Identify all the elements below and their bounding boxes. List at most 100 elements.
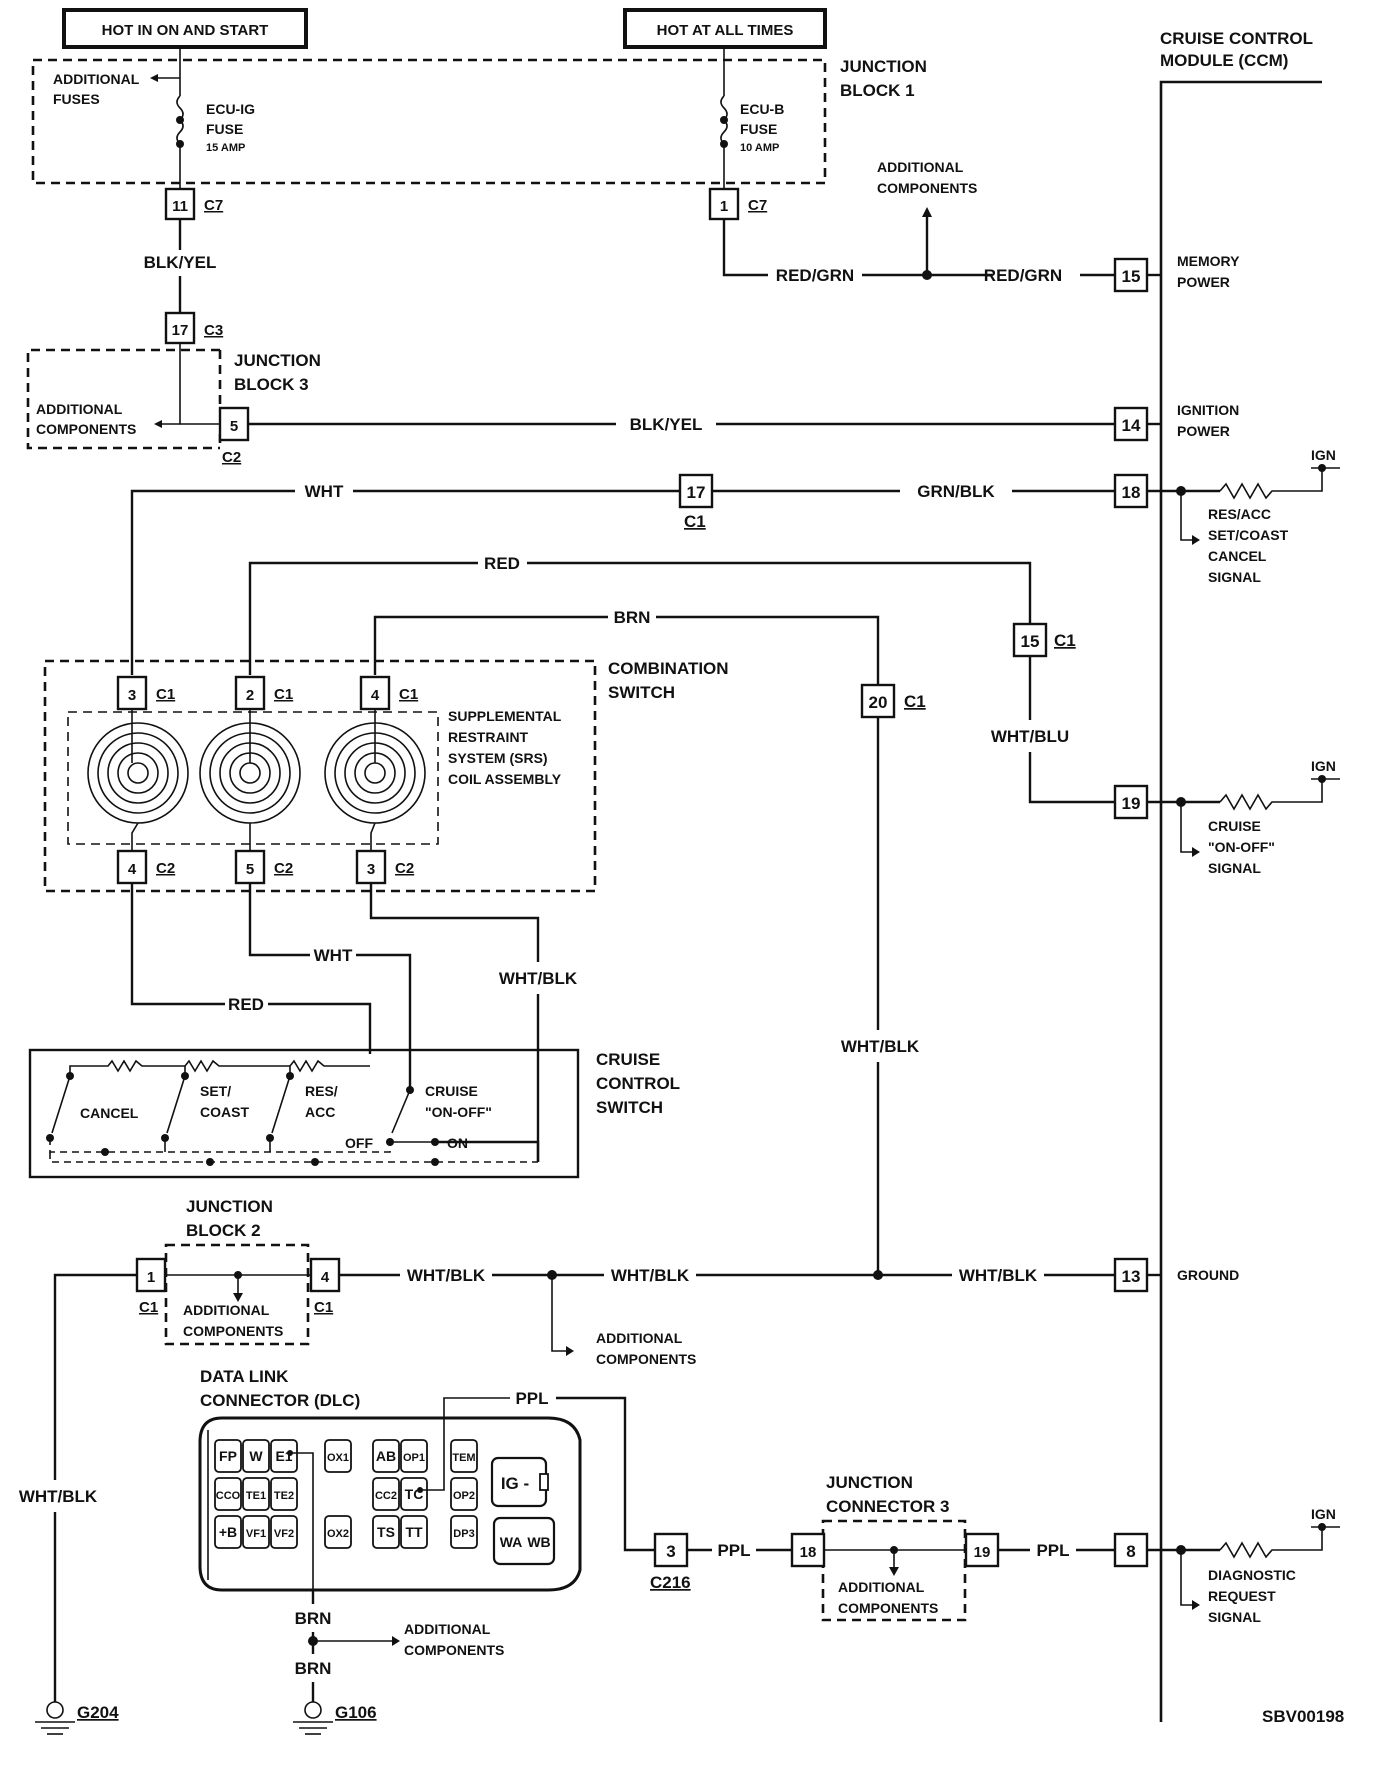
dlc-terminal-label: +B xyxy=(219,1524,237,1540)
ignition-power-label: IGNITION xyxy=(1177,402,1239,418)
arrow-down-icon xyxy=(889,1567,899,1576)
svg-text:2: 2 xyxy=(246,687,254,704)
jb2-pin-4-number: 4 xyxy=(321,1269,330,1286)
dlc-terminal-b: +B xyxy=(214,1515,242,1549)
svg-text:3: 3 xyxy=(367,861,375,878)
addl-components-branch-bus xyxy=(551,1275,566,1352)
combo-bottom-pin-5: 5 C2 xyxy=(234,849,293,885)
data-link-connector xyxy=(198,1416,582,1592)
jb3-connector-c2: C2 xyxy=(222,449,241,466)
ccm-pin-15: 15 xyxy=(1113,257,1161,293)
dlc-terminal-vf1: VF1 xyxy=(242,1515,270,1549)
wht-wire-switch-b xyxy=(356,953,412,1090)
connector-20-number: 20 xyxy=(869,693,888,712)
jb3-pin-17-number: 17 xyxy=(172,322,189,339)
c216-pin-number: 3 xyxy=(666,1542,675,1561)
red-grn-wire-a xyxy=(722,219,768,277)
ecu-ig-fuse-label-2: FUSE xyxy=(206,121,243,137)
bus-additional-components-label-2: COMPONENTS xyxy=(596,1351,696,1367)
svg-text:4: 4 xyxy=(128,861,137,878)
on-label: ON xyxy=(447,1135,468,1151)
ign-label-19: IGN xyxy=(1311,758,1336,774)
ccm-pin-8: 8 xyxy=(1113,1532,1149,1568)
red-wire-b xyxy=(527,561,1032,624)
set-coast-label-2: COAST xyxy=(200,1104,249,1120)
srs-coil-label-2: RESTRAINT xyxy=(448,729,529,745)
diagram-id: SBV00198 xyxy=(1262,1707,1344,1726)
bus-dot xyxy=(311,1158,319,1166)
wht-wire-switch-a xyxy=(248,883,310,957)
dlc-terminal-label: CC2 xyxy=(375,1490,397,1502)
dlc-terminal-label: FP xyxy=(219,1448,237,1464)
jb1-pin-11 xyxy=(164,187,196,221)
srs-coil-label-3: SYSTEM (SRS) xyxy=(448,750,548,766)
connector-15-c1-label: C1 xyxy=(1054,631,1076,650)
ecu-ig-fuse-rating: 15 AMP xyxy=(206,142,245,154)
c216-label: C216 xyxy=(650,1573,691,1592)
e1-terminal-dot xyxy=(287,1450,293,1456)
svg-text:C2: C2 xyxy=(156,860,175,877)
wht-blu-wire-label: WHT/BLU xyxy=(991,727,1069,746)
set-coast-switch xyxy=(161,1072,189,1142)
dlc-terminal-label: TE2 xyxy=(274,1490,294,1502)
memory-power-label: MEMORY xyxy=(1177,253,1240,269)
junction-connector-3-title: JUNCTION xyxy=(826,1473,913,1492)
dlc-terminal-ab: AB xyxy=(372,1439,400,1473)
cruise-control-switch-title-2: CONTROL xyxy=(596,1074,680,1093)
diagnostic-request-signal-label-2: REQUEST xyxy=(1208,1588,1276,1604)
bus-dot xyxy=(431,1158,439,1166)
diagnostic-request-signal-label-3: SIGNAL xyxy=(1208,1609,1261,1625)
combo-top-pin-4: 4 C1 xyxy=(359,675,418,711)
red-wire-a xyxy=(248,561,478,675)
blk-yel-ign-wire-label: BLK/YEL xyxy=(630,415,703,434)
dlc-terminal-label: TE1 xyxy=(246,1490,266,1502)
dlc-terminal-cc2: CC2 xyxy=(372,1477,400,1511)
jb2-additional-components-label-2: COMPONENTS xyxy=(183,1323,283,1339)
ccm-pin-19: 19 xyxy=(1113,784,1149,820)
ccm-pin-13: 13 xyxy=(1113,1257,1161,1293)
jc3-pin-19-number: 19 xyxy=(974,1544,991,1561)
jb2-pin-1-number: 1 xyxy=(147,1269,155,1286)
arrow-left-icon xyxy=(150,74,158,82)
dlc-terminal-label: OP2 xyxy=(453,1490,475,1502)
memory-power-label-2: POWER xyxy=(1177,274,1230,290)
dlc-terminal-label: DP3 xyxy=(453,1528,474,1540)
svg-text:15: 15 xyxy=(1122,267,1141,286)
junction-block-3-title-2: BLOCK 3 xyxy=(234,375,309,394)
dlc-terminal-label: VF1 xyxy=(246,1528,266,1540)
svg-text:C1: C1 xyxy=(156,686,175,703)
dlc-terminal-label: TEM xyxy=(452,1452,475,1464)
res-acc-pullup-resistor xyxy=(1147,464,1340,545)
hot-in-on-and-start-label: HOT IN ON AND START xyxy=(62,8,308,49)
jb3-connector-c3: C3 xyxy=(204,322,223,339)
bus-additional-components-label: ADDITIONAL xyxy=(596,1330,683,1346)
hot-at-all-times-label: HOT AT ALL TIMES xyxy=(623,8,827,49)
combination-switch xyxy=(43,659,597,893)
combination-switch-title: COMBINATION xyxy=(608,659,729,678)
jb1-pin-1-number: 1 xyxy=(720,198,728,215)
ppl-wire-label-1: PPL xyxy=(515,1389,548,1408)
dlc-terminal-op1: OP1 xyxy=(400,1439,428,1473)
res-acc-signal-label: RES/ACC xyxy=(1208,506,1271,522)
red-grn-wire-label-2: RED/GRN xyxy=(984,266,1062,285)
wht-wire-label-lower: WHT xyxy=(314,946,353,965)
ppl-wire-dlc-b xyxy=(556,1396,655,1552)
jb3-pin-5 xyxy=(218,406,250,442)
svg-text:WB: WB xyxy=(527,1534,550,1550)
svg-text:5: 5 xyxy=(246,861,254,878)
svg-text:18: 18 xyxy=(1122,483,1141,502)
ignition-power-label-2: POWER xyxy=(1177,423,1230,439)
dlc-terminal-op2: OP2 xyxy=(450,1477,478,1511)
brn-wire-label-top: BRN xyxy=(614,608,651,627)
dlc-terminal-label: W xyxy=(249,1448,263,1464)
jb2-additional-components-label: ADDITIONAL xyxy=(183,1302,270,1318)
svg-text:HOT AT ALL TIMES: HOT AT ALL TIMES xyxy=(657,22,794,39)
switch-common-bus xyxy=(49,1138,391,1153)
splice-dot xyxy=(873,1270,883,1280)
res-acc-signal-label-2: SET/COAST xyxy=(1208,527,1289,543)
brn-additional-components-label: ADDITIONAL xyxy=(404,1621,491,1637)
junction-block-3-title: JUNCTION xyxy=(234,351,321,370)
dlc-terminal-label: TS xyxy=(377,1524,395,1540)
